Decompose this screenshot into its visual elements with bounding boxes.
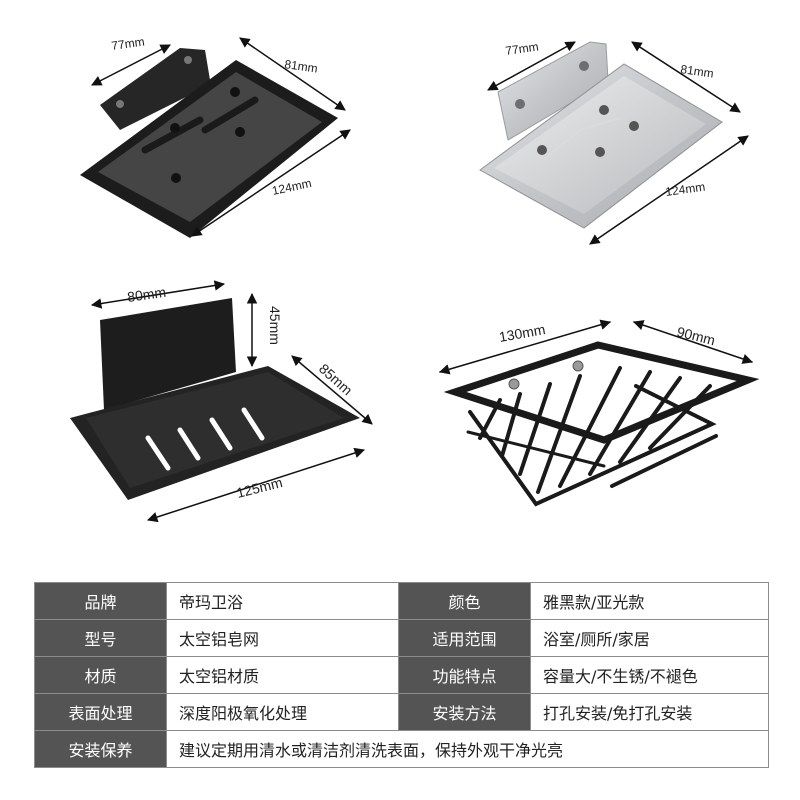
dimension-line <box>90 280 226 309</box>
dimension-label: 130mm <box>498 321 547 345</box>
dimension-line <box>631 41 741 113</box>
dimension-line <box>291 355 373 425</box>
silver-wall-dish: 77mm 81mm 124mm <box>479 39 749 245</box>
spec-key: 适用范围 <box>398 619 531 657</box>
black-slotted-dish: 80mm 45mm 85mm 125mm <box>70 280 373 523</box>
spec-value: 帝玛卫浴 <box>166 582 399 620</box>
dimension-label: 45mm <box>267 306 283 345</box>
spec-key: 表面处理 <box>34 693 167 731</box>
table-row: 安装保养 建议定期用清水或清洁剂清洗表面，保持外观干净光亮 <box>34 730 769 768</box>
dimension-label: 77mm <box>504 39 539 58</box>
spec-value: 建议定期用清水或清洁剂清洗表面，保持外观干净光亮 <box>166 730 769 768</box>
dimension-line <box>239 37 346 111</box>
dimension-line <box>147 447 365 523</box>
dimension-line <box>589 135 749 245</box>
spec-value: 容量大/不生锈/不褪色 <box>530 656 769 694</box>
spec-key: 安装保养 <box>34 730 167 768</box>
spec-value: 太空铝材质 <box>166 656 399 694</box>
black-wall-dish: 77mm 81mm 124mm <box>80 34 351 238</box>
spec-key: 安装方法 <box>398 693 531 731</box>
dimension-label: 77mm <box>110 34 145 53</box>
dimension-line <box>191 129 351 237</box>
product-illustrations: 77mm 81mm 124mm 77mm 81mm 124mm 80mm <box>70 34 760 523</box>
spec-table: 品牌 帝玛卫浴 颜色 雅黑款/亚光款 型号 太空铝皂网 适用范围 浴室/厕所/家… <box>34 582 769 768</box>
dimension-label: 90mm <box>675 323 717 348</box>
black-wire-basket: 130mm 90mm <box>438 319 760 507</box>
spec-key: 颜色 <box>398 582 531 620</box>
spec-value: 太空铝皂网 <box>166 619 399 657</box>
table-row: 表面处理 深度阳极氧化处理 安装方法 打孔安装/免打孔安装 <box>34 693 769 731</box>
spec-key: 型号 <box>34 619 167 657</box>
dimension-line <box>633 320 753 364</box>
spec-value: 雅黑款/亚光款 <box>530 582 769 620</box>
spec-value: 深度阳极氧化处理 <box>166 693 399 731</box>
dimension-label: 80mm <box>126 284 167 305</box>
dimension-line <box>487 41 576 91</box>
dimension-label: 81mm <box>680 62 715 81</box>
dimension-line <box>91 44 171 86</box>
dimension-label: 125mm <box>235 474 284 501</box>
spec-key: 材质 <box>34 656 167 694</box>
dimension-line <box>438 319 612 375</box>
dimension-label: 81mm <box>284 57 319 76</box>
spec-key: 功能特点 <box>398 656 531 694</box>
spec-key: 品牌 <box>34 582 167 620</box>
spec-value: 打孔安装/免打孔安装 <box>530 693 769 731</box>
spec-value: 浴室/厕所/家居 <box>530 619 769 657</box>
table-row: 材质 太空铝材质 功能特点 容量大/不生锈/不褪色 <box>34 656 769 694</box>
table-row: 品牌 帝玛卫浴 颜色 雅黑款/亚光款 <box>34 582 769 620</box>
dimension-label: 124mm <box>664 180 706 199</box>
table-row: 型号 太空铝皂网 适用范围 浴室/厕所/家居 <box>34 619 769 657</box>
product-images: 77mm 81mm 124mm 77mm 81mm 124mm 80mm <box>70 34 760 523</box>
